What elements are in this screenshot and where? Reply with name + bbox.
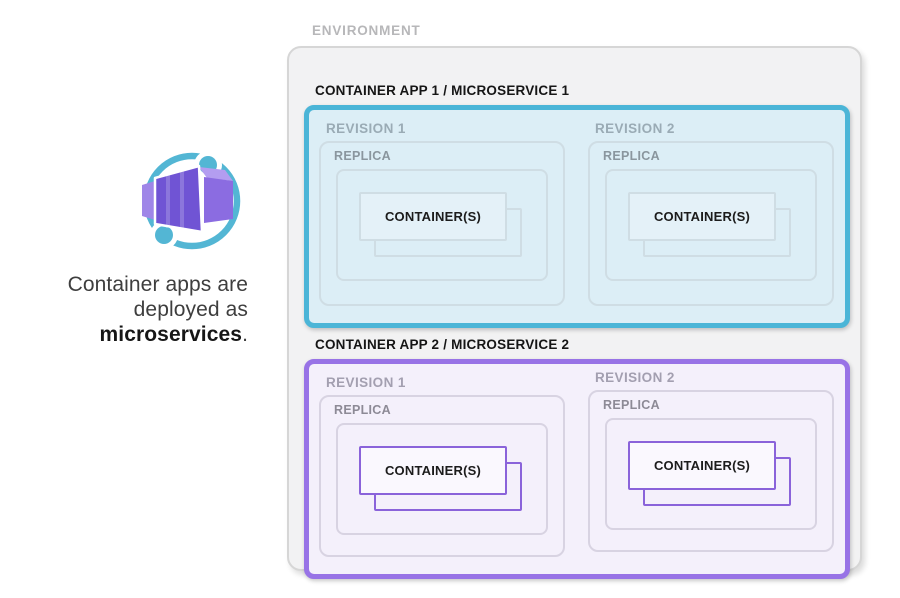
replica-box: REPLICA CONTAINER(S) [319,141,565,306]
container-card-label: CONTAINER(S) [384,463,482,478]
azure-container-apps-icon [130,138,252,260]
container-apps-logo-svg [142,151,241,250]
replica-box: REPLICA CONTAINER(S) [588,390,834,552]
container-card-label: CONTAINER(S) [653,458,751,473]
container-card-label: CONTAINER(S) [653,209,751,224]
container-fin [142,181,155,220]
replica-inner-box: CONTAINER(S) [336,423,548,535]
replica-box: REPLICA CONTAINER(S) [588,141,834,306]
revision-label: REVISION 2 [595,370,675,385]
container-rib [166,174,170,228]
revision-label: REVISION 1 [326,121,406,136]
caption-line-2: deployed as [133,298,248,321]
revision-label: REVISION 1 [326,375,406,390]
environment-label: ENVIRONMENT [312,23,421,38]
replica-label: REPLICA [603,149,660,163]
container-app-1-title: CONTAINER APP 1 / MICROSERVICE 1 [315,83,570,98]
app1-revision-2: REVISION 2 REPLICA CONTAINER(S) [588,118,839,323]
container-rib [180,170,184,230]
caption-emphasis: microservices [99,323,243,346]
container-app-2-box: REVISION 1 REPLICA CONTAINER(S) REVISION… [304,359,850,579]
replica-inner-box: CONTAINER(S) [336,169,548,281]
app1-revision-1: REVISION 1 REPLICA CONTAINER(S) [319,118,570,323]
caption-line-1: Container apps are [67,273,248,296]
container-card-label: CONTAINER(S) [384,209,482,224]
container-app-1-box: REVISION 1 REPLICA CONTAINER(S) REVISION… [304,105,850,328]
replica-label: REPLICA [334,149,391,163]
replica-box: REPLICA CONTAINER(S) [319,395,565,557]
caption-text: Container apps are deployed as microserv… [16,272,248,347]
container-body [153,164,204,234]
revision-label: REVISION 2 [595,121,675,136]
caption-period: . [242,323,248,346]
environment-panel: CONTAINER APP 1 / MICROSERVICE 1 REVISIO… [287,46,862,579]
replica-label: REPLICA [603,398,660,412]
replica-inner-box: CONTAINER(S) [605,169,817,281]
orbit-dot-icon [155,226,173,244]
replica-label: REPLICA [334,403,391,417]
container-card-front: CONTAINER(S) [359,192,507,241]
app2-revision-1: REVISION 1 REPLICA CONTAINER(S) [319,372,570,574]
replica-inner-box: CONTAINER(S) [605,418,817,530]
container-card-front: CONTAINER(S) [628,441,776,490]
container-card-front: CONTAINER(S) [359,446,507,495]
app2-revision-2: REVISION 2 REPLICA CONTAINER(S) [588,367,839,569]
container-card-front: CONTAINER(S) [628,192,776,241]
container-cube-front [204,177,233,223]
container-app-2-title: CONTAINER APP 2 / MICROSERVICE 2 [315,337,570,352]
